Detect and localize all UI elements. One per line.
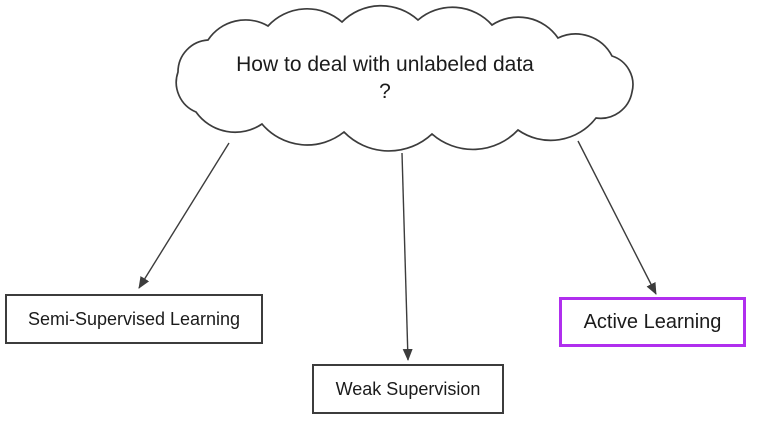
arrow-to-active-learning bbox=[577, 140, 657, 295]
node-weak-supervision-label: Weak Supervision bbox=[335, 378, 481, 399]
arrow-to-semi-supervised-learning bbox=[138, 142, 230, 289]
cloud-question-text: How to deal with unlabeled data ? bbox=[236, 53, 534, 103]
node-active-learning: Active Learning bbox=[559, 297, 746, 347]
node-semi-supervised-learning-label: Semi-Supervised Learning bbox=[27, 308, 241, 329]
node-semi-supervised-learning: Semi-Supervised Learning bbox=[5, 294, 263, 344]
node-active-learning-label: Active Learning bbox=[583, 310, 722, 333]
thought-cloud-shape bbox=[175, 4, 634, 152]
arrow-to-weak-supervision bbox=[401, 152, 413, 361]
node-weak-supervision: Weak Supervision bbox=[312, 364, 504, 414]
